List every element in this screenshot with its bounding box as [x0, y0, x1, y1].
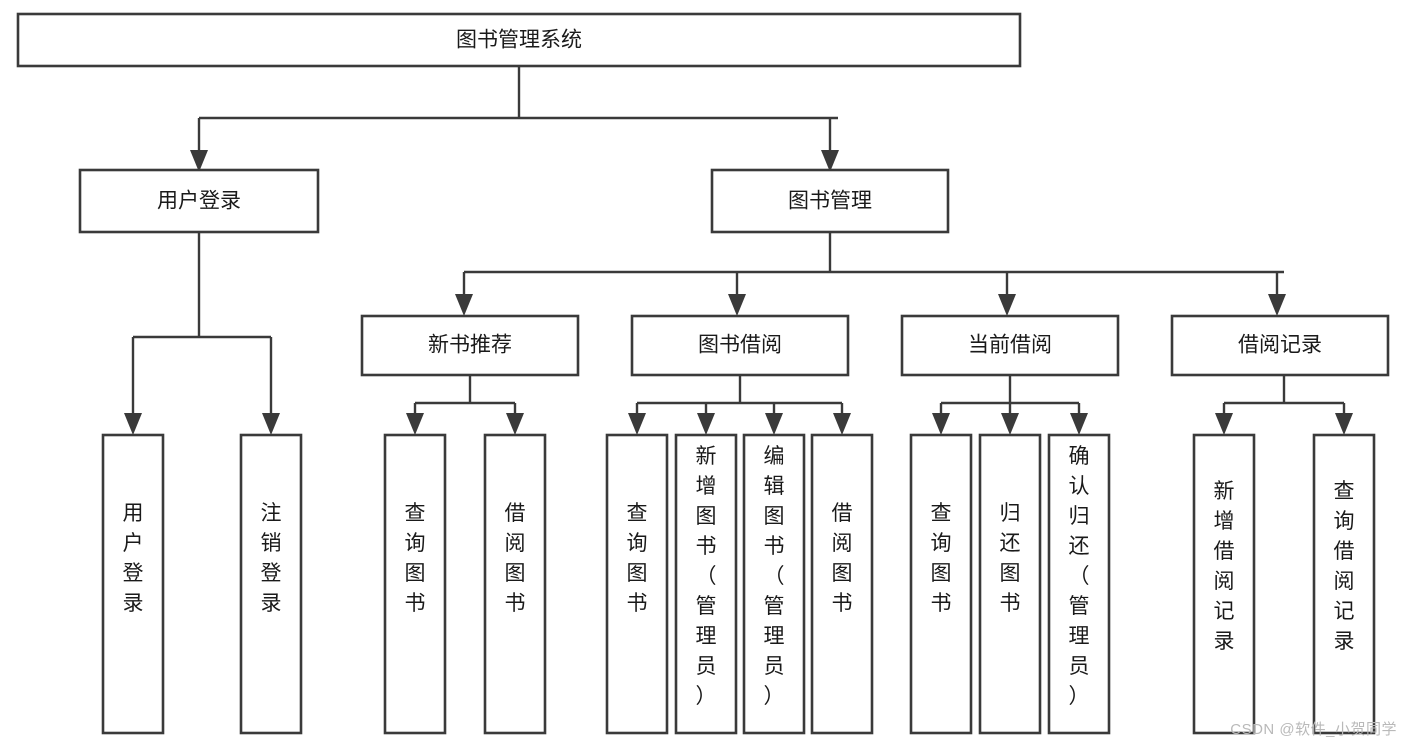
node-user-login-box[interactable]: [78, 168, 320, 234]
node-book-manage-label: 图书管理: [788, 190, 872, 213]
node-leaf-user-login[interactable]: 用户登录: [101, 433, 165, 735]
node-root-label: 图书管理系统: [456, 29, 582, 52]
node-leaf-query-book-2-box[interactable]: [605, 433, 669, 735]
node-current-borrow[interactable]: 当前借阅: [900, 314, 1120, 377]
node-root-box[interactable]: [16, 12, 1022, 68]
arrow-leaf-borrow-book-1: [506, 413, 524, 435]
node-leaf-borrow-book-1-label: 借阅图书: [505, 502, 526, 615]
node-leaf-query-book-2-label: 查询图书: [627, 502, 648, 615]
node-leaf-add-book[interactable]: 新增图书（管理员）: [674, 433, 738, 735]
node-leaf-borrow-book-1-box[interactable]: [483, 433, 547, 735]
node-new-book-rec[interactable]: 新书推荐: [360, 314, 580, 377]
arrow-leaf-return-book: [1001, 413, 1019, 435]
node-user-login-label: 用户登录: [157, 190, 241, 213]
node-new-book-rec-box[interactable]: [360, 314, 580, 377]
arrow-to-new-book-rec: [455, 294, 473, 316]
node-leaf-query-book-1-box[interactable]: [383, 433, 447, 735]
arrow-leaf-confirm-return: [1070, 413, 1088, 435]
node-leaf-user-login-label: 用户登录: [123, 502, 144, 615]
node-leaf-query-book-3-label: 查询图书: [931, 502, 952, 615]
node-leaf-return-book-box[interactable]: [978, 433, 1042, 735]
node-leaf-confirm-return-label: 确认归还（管理员）: [1069, 445, 1090, 708]
node-leaf-add-record-box[interactable]: [1192, 433, 1256, 735]
node-leaf-borrow-book-2-label: 借阅图书: [832, 502, 853, 615]
node-leaf-query-book-1[interactable]: 查询图书: [383, 433, 447, 735]
node-book-manage-box[interactable]: [710, 168, 950, 234]
node-book-borrow[interactable]: 图书借阅: [630, 314, 850, 377]
node-leaf-query-book-2[interactable]: 查询图书: [605, 433, 669, 735]
arrow-to-borrow-record: [1268, 294, 1286, 316]
node-book-borrow-label: 图书借阅: [698, 334, 782, 357]
node-leaf-user-login-box[interactable]: [101, 433, 165, 735]
node-current-borrow-box[interactable]: [900, 314, 1120, 377]
arrow-to-current-borrow: [998, 294, 1016, 316]
arrow-leaf-query-book-1: [406, 413, 424, 435]
node-leaf-query-book-3-box[interactable]: [909, 433, 973, 735]
node-current-borrow-label: 当前借阅: [968, 334, 1052, 357]
node-leaf-add-book-label: 新增图书（管理员）: [696, 445, 717, 708]
node-leaf-return-book[interactable]: 归还图书: [978, 433, 1042, 735]
node-leaf-logout[interactable]: 注销登录: [239, 433, 303, 735]
arrow-leaf-logout: [262, 413, 280, 435]
arrow-leaf-add-book: [697, 413, 715, 435]
node-user-login[interactable]: 用户登录: [78, 168, 320, 234]
arrow-to-book-manage: [821, 150, 839, 172]
node-book-borrow-box[interactable]: [630, 314, 850, 377]
node-leaf-edit-book[interactable]: 编辑图书（管理员）: [742, 433, 806, 735]
arrow-to-user-login: [190, 150, 208, 172]
node-leaf-query-record-box[interactable]: [1312, 433, 1376, 735]
node-leaf-add-record-label: 新增借阅记录: [1214, 480, 1235, 653]
node-leaf-add-record[interactable]: 新增借阅记录: [1192, 433, 1256, 735]
node-leaf-confirm-return-box[interactable]: [1047, 433, 1111, 735]
arrow-leaf-query-book-3: [932, 413, 950, 435]
arrow-to-book-borrow: [728, 294, 746, 316]
arrow-leaf-query-book-2: [628, 413, 646, 435]
node-leaf-borrow-book-2[interactable]: 借阅图书: [810, 433, 874, 735]
node-leaf-edit-book-box[interactable]: [742, 433, 806, 735]
arrow-leaf-borrow-book-2: [833, 413, 851, 435]
node-new-book-rec-label: 新书推荐: [428, 334, 512, 357]
node-borrow-record-label: 借阅记录: [1238, 334, 1322, 357]
node-leaf-edit-book-label: 编辑图书（管理员）: [764, 445, 785, 708]
node-book-manage[interactable]: 图书管理: [710, 168, 950, 234]
node-leaf-query-book-1-label: 查询图书: [405, 502, 426, 615]
arrow-leaf-user-login: [124, 413, 142, 435]
node-borrow-record[interactable]: 借阅记录: [1170, 314, 1390, 377]
node-leaf-return-book-label: 归还图书: [1000, 502, 1021, 615]
node-borrow-record-box[interactable]: [1170, 314, 1390, 377]
node-leaf-add-book-box[interactable]: [674, 433, 738, 735]
arrow-leaf-edit-book: [765, 413, 783, 435]
connectors: [124, 66, 1353, 435]
node-leaf-query-book-3[interactable]: 查询图书: [909, 433, 973, 735]
node-leaf-query-record[interactable]: 查询借阅记录: [1312, 433, 1376, 735]
arrow-leaf-add-record: [1215, 413, 1233, 435]
node-leaf-borrow-book-2-box[interactable]: [810, 433, 874, 735]
node-leaf-query-record-label: 查询借阅记录: [1334, 480, 1355, 653]
arrow-leaf-query-record: [1335, 413, 1353, 435]
node-root[interactable]: 图书管理系统: [16, 12, 1022, 68]
node-leaf-borrow-book-1[interactable]: 借阅图书: [483, 433, 547, 735]
node-leaf-confirm-return[interactable]: 确认归还（管理员）: [1047, 433, 1111, 735]
node-leaf-logout-box[interactable]: [239, 433, 303, 735]
node-leaf-logout-label: 注销登录: [261, 502, 282, 615]
